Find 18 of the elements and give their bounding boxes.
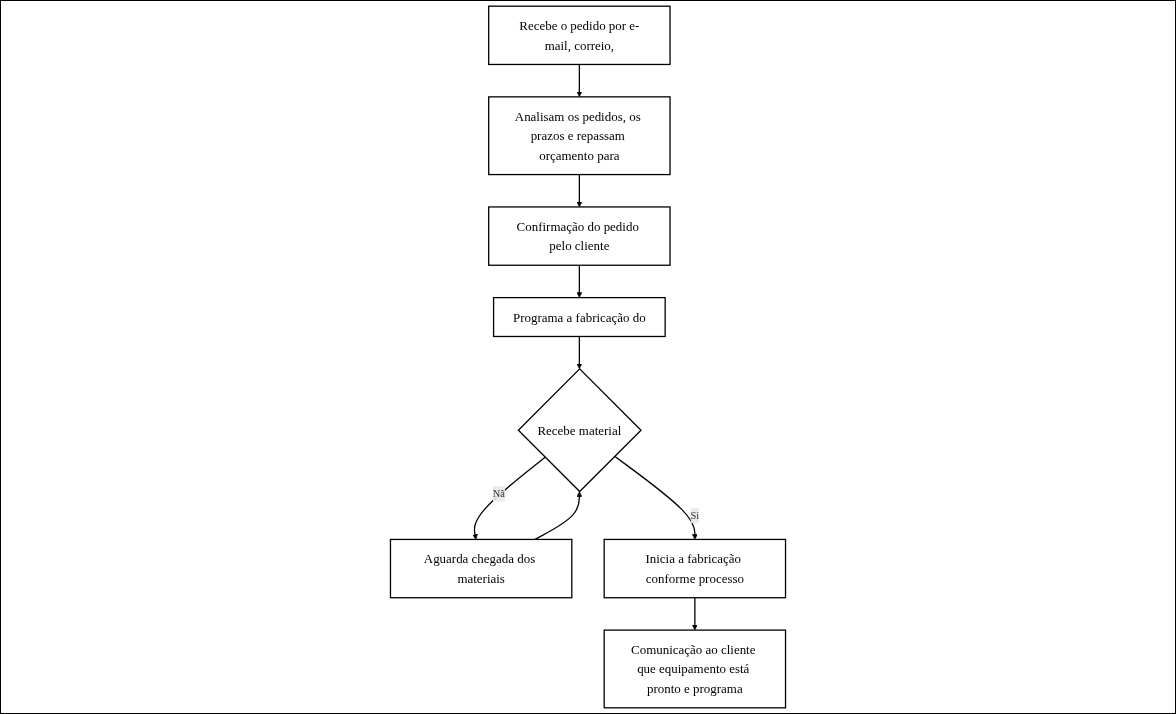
node-box: Confirmação do pedido pelo cliente	[488, 206, 671, 266]
arrow	[576, 173, 583, 208]
node-box: Inicia a fabricação conforme processo	[603, 538, 787, 599]
edge-label: Si	[690, 509, 700, 521]
node-box: Comunicação ao cliente que equipamento está pronto e programa	[603, 629, 787, 709]
arrow	[692, 597, 698, 631]
arrow	[576, 63, 583, 98]
arrow	[576, 264, 583, 298]
arrow	[534, 491, 583, 541]
node-box: Programa a fabricação do	[492, 296, 666, 338]
node-box: Aguarda chegada dos materiais	[389, 538, 573, 599]
node-box: Analisam os pedidos, os prazos e repassam orçamento para	[488, 96, 671, 176]
edge-label: Nã	[492, 488, 505, 500]
arrow	[576, 335, 583, 370]
node-box: Recebe o pedido por e-mail, correio,	[488, 5, 671, 66]
node-diamond: Recebe material	[517, 367, 642, 493]
arrow	[614, 455, 698, 540]
arrow	[472, 456, 546, 540]
